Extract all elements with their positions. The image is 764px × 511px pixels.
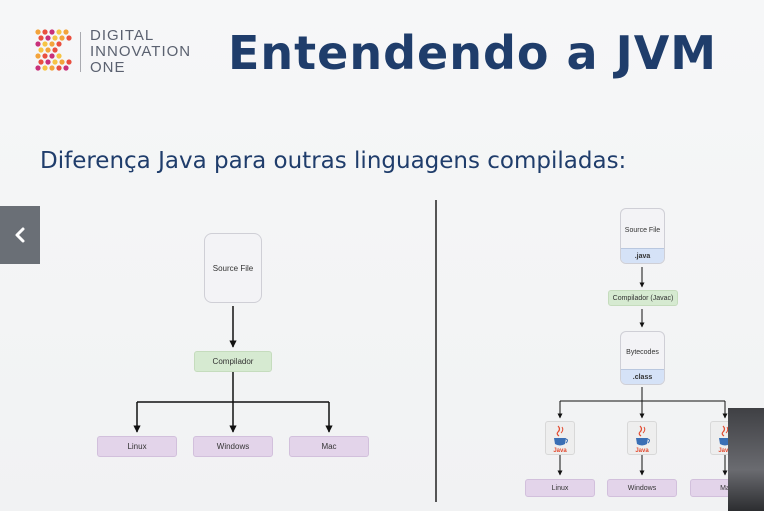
jvm-linux: Java <box>545 421 575 455</box>
logo-dot <box>45 35 51 41</box>
logo-line-2: INNOVATION <box>90 43 192 60</box>
logo-dot <box>66 35 72 41</box>
logo-dot <box>42 65 48 71</box>
logo-line-3: ONE <box>90 59 126 76</box>
logo-dot <box>63 29 69 35</box>
right-target-label: Windows <box>627 484 657 492</box>
right-source-file-extension: .java <box>621 248 664 263</box>
left-target-windows: Windows <box>193 436 273 457</box>
right-compiler-box: Compilador (Javac) <box>608 290 678 306</box>
logo-dot <box>56 29 62 35</box>
java-cup-icon: Java <box>553 425 568 454</box>
logo-dot <box>35 53 41 59</box>
left-target-mac: Mac <box>289 436 369 457</box>
java-cup-icon: Java <box>635 425 650 454</box>
logo-line-1: DIGITAL <box>90 27 155 44</box>
java-logo-text: Java <box>718 448 732 454</box>
logo-divider <box>80 32 81 72</box>
right-bytecodes-box: Bytecodes .class <box>620 331 665 385</box>
logo-wordmark: DIGITAL INNOVATION ONE <box>90 28 191 76</box>
java-logo-text: Java <box>553 448 567 454</box>
logo-dot <box>49 41 55 47</box>
left-target-label: Linux <box>127 442 147 451</box>
java-logo-text: Java <box>635 448 649 454</box>
logo-dot <box>35 29 41 35</box>
right-target-windows: Windows <box>607 479 677 497</box>
logo-dot <box>56 65 62 71</box>
logo-dot <box>38 59 44 65</box>
right-bytecodes-label: Bytecodes <box>626 348 659 356</box>
logo-dot <box>42 29 48 35</box>
slide-subtitle: Diferença Java para outras linguagens co… <box>40 148 627 174</box>
logo-dot <box>66 59 72 65</box>
right-bytecodes-extension: .class <box>621 369 664 384</box>
logo-dot <box>35 65 41 71</box>
left-target-label: Windows <box>216 442 250 451</box>
chevron-left-icon <box>15 227 25 243</box>
right-compiler-label: Compilador (Javac) <box>612 294 674 302</box>
logo-dot <box>56 53 62 59</box>
left-target-linux: Linux <box>97 436 177 457</box>
right-source-file-label: Source File <box>624 226 661 234</box>
logo-dot <box>52 59 58 65</box>
logo-dot <box>49 53 55 59</box>
logo-dot <box>35 41 41 47</box>
logo-dot <box>59 35 65 41</box>
left-target-label: Mac <box>321 442 337 451</box>
dio-logo-mark-icon <box>35 29 72 71</box>
logo-dot <box>38 35 44 41</box>
logo-dot <box>42 53 48 59</box>
left-compiler-box: Compilador <box>194 351 272 372</box>
right-target-label: Ma <box>720 484 730 492</box>
left-compiler-label: Compilador <box>212 357 254 366</box>
logo-dot <box>45 47 51 53</box>
diagram-divider <box>435 200 437 502</box>
logo-dot <box>56 41 62 47</box>
logo-dot <box>42 41 48 47</box>
digital-innovation-one-logo: DIGITAL INNOVATION ONE <box>34 28 194 76</box>
logo-dot <box>52 35 58 41</box>
logo-dot <box>38 47 44 53</box>
logo-dot <box>49 65 55 71</box>
logo-dot <box>52 47 58 53</box>
right-target-label: Linux <box>551 484 569 492</box>
logo-dot <box>59 59 65 65</box>
logo-dot <box>49 29 55 35</box>
presenter-webcam-overlay <box>728 408 764 511</box>
slide-title: Entendendo a JVM <box>228 26 718 80</box>
logo-dot <box>63 65 69 71</box>
logo-dot <box>45 59 51 65</box>
left-source-file-label: Source File <box>212 263 254 273</box>
right-source-file-box: Source File .java <box>620 208 665 264</box>
left-source-file-box: Source File <box>204 233 262 303</box>
previous-slide-button[interactable] <box>0 206 40 264</box>
right-target-linux: Linux <box>525 479 595 497</box>
jvm-windows: Java <box>627 421 657 455</box>
